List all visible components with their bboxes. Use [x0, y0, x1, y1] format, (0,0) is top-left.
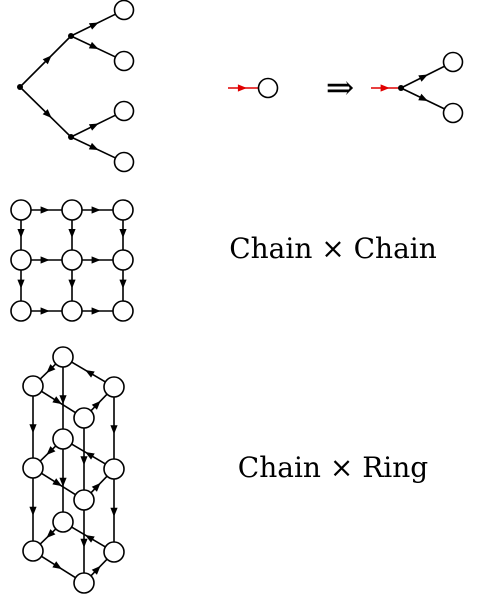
arrowhead — [237, 84, 247, 92]
graph-node — [10, 300, 32, 322]
arrowhead — [52, 561, 62, 570]
arrowhead — [110, 507, 118, 517]
graph-node — [52, 346, 74, 368]
arrowhead — [42, 109, 52, 118]
chain-chain-grid-diagram — [10, 199, 134, 322]
arrowhead — [88, 41, 99, 49]
graph-node — [73, 572, 95, 594]
arrowhead — [380, 84, 390, 92]
arrowhead — [40, 307, 50, 315]
graph-node — [113, 151, 135, 173]
arrowhead — [29, 506, 37, 516]
binary-tree-diagram — [17, 0, 135, 173]
graph-node — [61, 300, 83, 322]
graph-node — [10, 199, 32, 221]
arrowhead — [40, 206, 50, 214]
graph-node — [22, 540, 44, 562]
arrowhead — [85, 535, 95, 543]
arrowhead — [17, 229, 25, 238]
graph-node — [442, 102, 464, 124]
graph-node — [113, 0, 135, 21]
arrowhead — [91, 400, 101, 410]
arrowhead — [29, 424, 37, 434]
arrowhead — [88, 22, 99, 30]
arrowhead — [46, 446, 56, 456]
junction-dot — [398, 85, 404, 91]
graph-node — [52, 511, 74, 533]
arrowhead — [91, 482, 101, 492]
arrowhead — [42, 55, 52, 65]
arrowhead — [85, 370, 95, 378]
arrowhead — [91, 256, 101, 264]
arrowhead — [46, 529, 56, 539]
arrowhead — [46, 364, 56, 374]
chain-ring-prism-diagram — [22, 346, 125, 594]
arrowhead — [88, 123, 99, 131]
graph-node — [113, 50, 135, 72]
implies-symbol: ⇒ — [326, 68, 355, 108]
arrowhead — [52, 396, 62, 405]
arrowhead — [85, 452, 95, 460]
arrowhead — [418, 93, 428, 101]
arrowhead — [91, 307, 101, 315]
graph-node — [113, 100, 135, 122]
graph-node — [112, 300, 134, 322]
graph-node — [103, 541, 125, 563]
graph-node — [22, 457, 44, 479]
arrowhead — [119, 229, 127, 238]
arrowhead — [88, 142, 99, 150]
arrowhead — [68, 229, 76, 238]
expansion-rule-diagram — [228, 51, 464, 124]
graph-node — [103, 458, 125, 480]
graph-node — [52, 428, 74, 450]
graph-node — [73, 489, 95, 511]
graph-node — [257, 77, 279, 99]
graph-node — [103, 376, 125, 398]
arrowhead — [80, 538, 88, 548]
graph-node — [112, 249, 134, 271]
arrowhead — [40, 256, 50, 264]
graph-node — [112, 199, 134, 221]
graph-node — [442, 51, 464, 73]
junction-dot — [68, 134, 74, 140]
chain-ring-label: Chain × Ring — [238, 451, 428, 484]
graph-node — [10, 249, 32, 271]
arrowhead — [59, 477, 67, 487]
graph-node — [61, 199, 83, 221]
graph-node — [73, 407, 95, 429]
junction-dot — [17, 84, 23, 90]
junction-dot — [68, 33, 74, 39]
arrowhead — [91, 206, 101, 214]
arrowhead — [80, 456, 88, 466]
arrowhead — [119, 279, 127, 289]
graph-node — [61, 249, 83, 271]
graph-node — [22, 375, 44, 397]
arrowhead — [52, 478, 62, 487]
arrowhead — [110, 425, 118, 435]
arrowhead — [68, 279, 76, 289]
arrowhead — [91, 565, 101, 575]
arrowhead — [418, 74, 428, 82]
arrowhead — [17, 279, 25, 289]
arrowhead — [59, 395, 67, 405]
chain-chain-label: Chain × Chain — [229, 232, 437, 265]
